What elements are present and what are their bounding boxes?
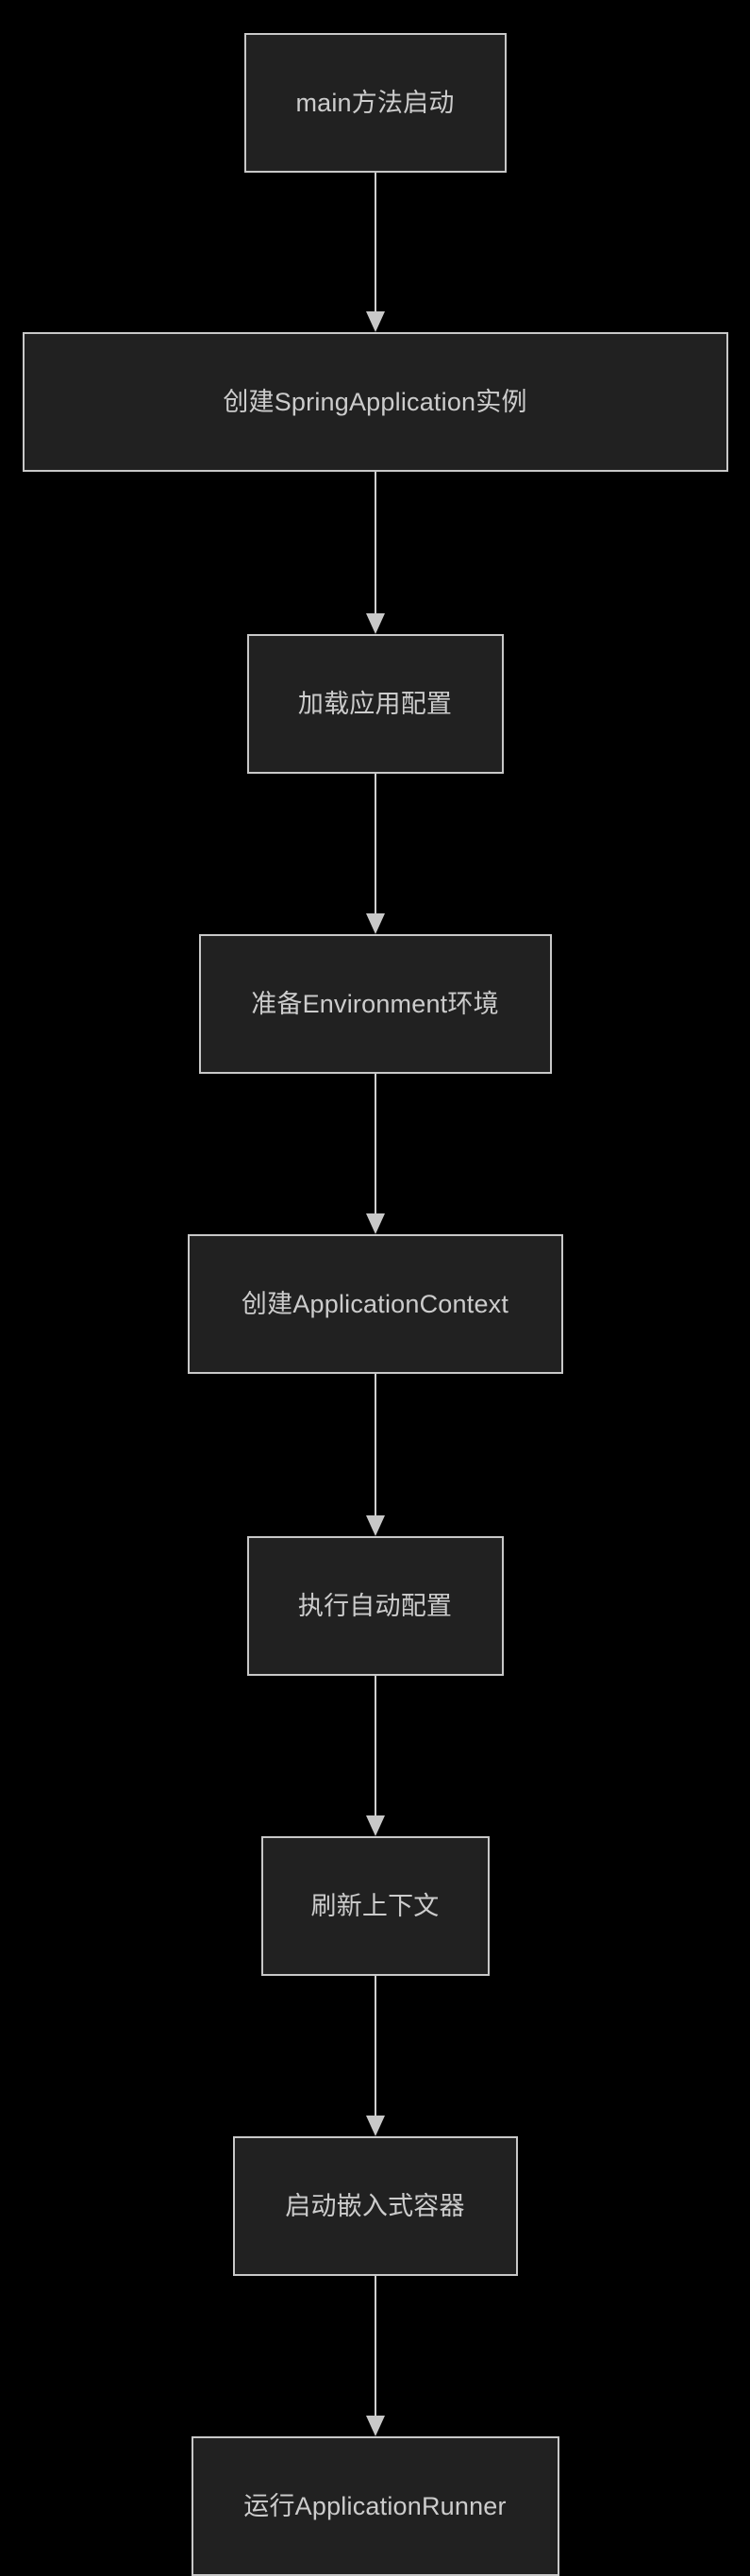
flow-node-label: 创建ApplicationContext — [241, 1289, 509, 1318]
edge-line — [374, 1976, 376, 2116]
flow-node-label: 准备Environment环境 — [251, 989, 499, 1018]
arrowhead-icon — [365, 1515, 385, 1536]
flow-node[interactable]: 加载应用配置 — [246, 634, 504, 774]
edge-line — [374, 774, 376, 913]
flow-edge — [364, 173, 387, 332]
flow-node[interactable]: 执行自动配置 — [246, 1536, 504, 1676]
edge-line — [374, 1074, 376, 1213]
arrowhead-icon — [365, 613, 385, 634]
flow-node[interactable]: 运行ApplicationRunner — [191, 2436, 559, 2576]
flow-node-label: main方法启动 — [295, 88, 455, 117]
flow-node[interactable]: 准备Environment环境 — [198, 934, 552, 1074]
flow-node-label: 执行自动配置 — [297, 1591, 453, 1620]
flow-edge — [364, 1374, 387, 1536]
arrowhead-icon — [365, 913, 385, 934]
arrowhead-icon — [365, 1815, 385, 1836]
flow-node-label: 加载应用配置 — [297, 689, 453, 718]
flow-node[interactable]: main方法启动 — [243, 33, 507, 173]
flow-edge — [364, 2276, 387, 2436]
flow-node-label: 刷新上下文 — [310, 1891, 440, 1920]
arrowhead-icon — [365, 2416, 385, 2436]
flow-node[interactable]: 创建ApplicationContext — [187, 1234, 563, 1374]
edge-line — [374, 173, 376, 311]
arrowhead-icon — [365, 2116, 385, 2136]
flow-node-label: 创建SpringApplication实例 — [223, 387, 527, 416]
edge-line — [374, 472, 376, 613]
flow-edge — [364, 1976, 387, 2136]
flow-edge — [364, 472, 387, 634]
flow-edge — [364, 774, 387, 934]
flow-node[interactable]: 刷新上下文 — [260, 1836, 490, 1976]
edge-line — [374, 1676, 376, 1815]
edge-line — [374, 2276, 376, 2416]
edge-line — [374, 1374, 376, 1515]
flow-edge — [364, 1074, 387, 1234]
arrowhead-icon — [365, 1213, 385, 1234]
flow-edge — [364, 1676, 387, 1836]
flow-node[interactable]: 启动嵌入式容器 — [232, 2136, 518, 2276]
flow-node-label: 运行ApplicationRunner — [243, 2491, 507, 2520]
arrowhead-icon — [365, 311, 385, 332]
flow-node[interactable]: 创建SpringApplication实例 — [22, 332, 728, 472]
flow-node-label: 启动嵌入式容器 — [285, 2191, 465, 2220]
